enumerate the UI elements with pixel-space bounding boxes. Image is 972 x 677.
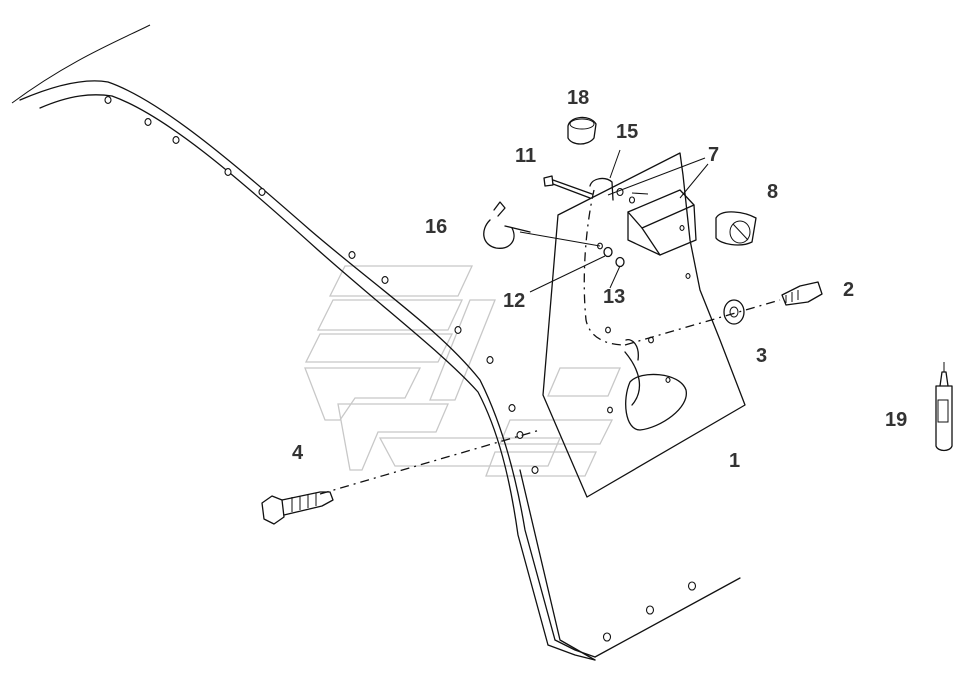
callout-19: 19	[885, 409, 908, 431]
watermark-logo	[304, 265, 621, 477]
screw-4	[261, 491, 334, 525]
callout-12: 12	[503, 290, 526, 312]
lamp-lens	[715, 211, 757, 246]
callout-15: 15	[616, 121, 639, 143]
sealant-tube	[935, 362, 953, 452]
callout-4: 4	[292, 442, 304, 464]
callout-3: 3	[756, 345, 768, 367]
callout-18: 18	[567, 87, 590, 109]
callout-7: 7	[708, 144, 720, 166]
nut-12	[603, 246, 613, 258]
callout-13: 13	[603, 286, 626, 308]
grommet-18	[567, 116, 597, 145]
bolt-11	[543, 175, 593, 199]
callout-16: 16	[425, 216, 448, 238]
leader-lines	[319, 149, 781, 495]
callout-1: 1	[729, 450, 741, 472]
mudguard-panel	[19, 80, 741, 661]
callout-2: 2	[843, 279, 855, 301]
fender-outer-edge	[11, 24, 151, 104]
washer-3	[723, 299, 745, 325]
cable-tie	[483, 201, 531, 249]
callout-11: 11	[515, 145, 537, 167]
callout-8: 8	[767, 181, 779, 203]
nut-13	[615, 256, 625, 268]
lamp-housing	[616, 187, 697, 256]
bolt-2	[781, 281, 823, 306]
